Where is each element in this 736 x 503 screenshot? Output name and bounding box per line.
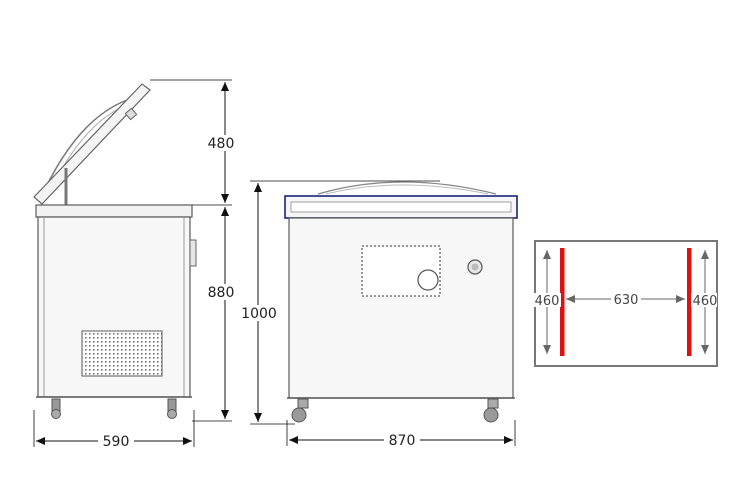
sealing-bar-left — [560, 248, 565, 356]
side-dimensions: 480 880 590 — [33, 79, 238, 450]
front-body — [288, 217, 514, 399]
front-view — [284, 181, 518, 423]
vent-grille — [81, 330, 163, 377]
dim-label-630: 630 — [614, 293, 639, 308]
dim-label-870: 870 — [389, 433, 416, 449]
sealing-bar-right — [687, 248, 692, 356]
dim-label-460-right: 460 — [693, 294, 718, 309]
chamber-top-view: 460 460 630 — [533, 240, 718, 367]
front-caster-right — [487, 398, 499, 409]
dim-label-590: 590 — [103, 434, 130, 450]
dim-label-460-left: 460 — [535, 294, 560, 309]
side-lid-arm-bracket — [124, 107, 138, 121]
side-view — [33, 83, 197, 419]
dim-label-480: 480 — [208, 136, 235, 152]
front-lid-dome — [317, 181, 497, 195]
front-caster-left — [297, 398, 309, 409]
dim-label-1000: 1000 — [241, 306, 277, 322]
side-top-deck — [35, 204, 193, 218]
control-panel-gauge — [417, 269, 439, 291]
front-dimensions: 1000 870 — [238, 180, 516, 449]
side-connector — [189, 239, 197, 267]
side-lid-arm — [33, 83, 151, 205]
dim-label-880: 880 — [208, 285, 235, 301]
